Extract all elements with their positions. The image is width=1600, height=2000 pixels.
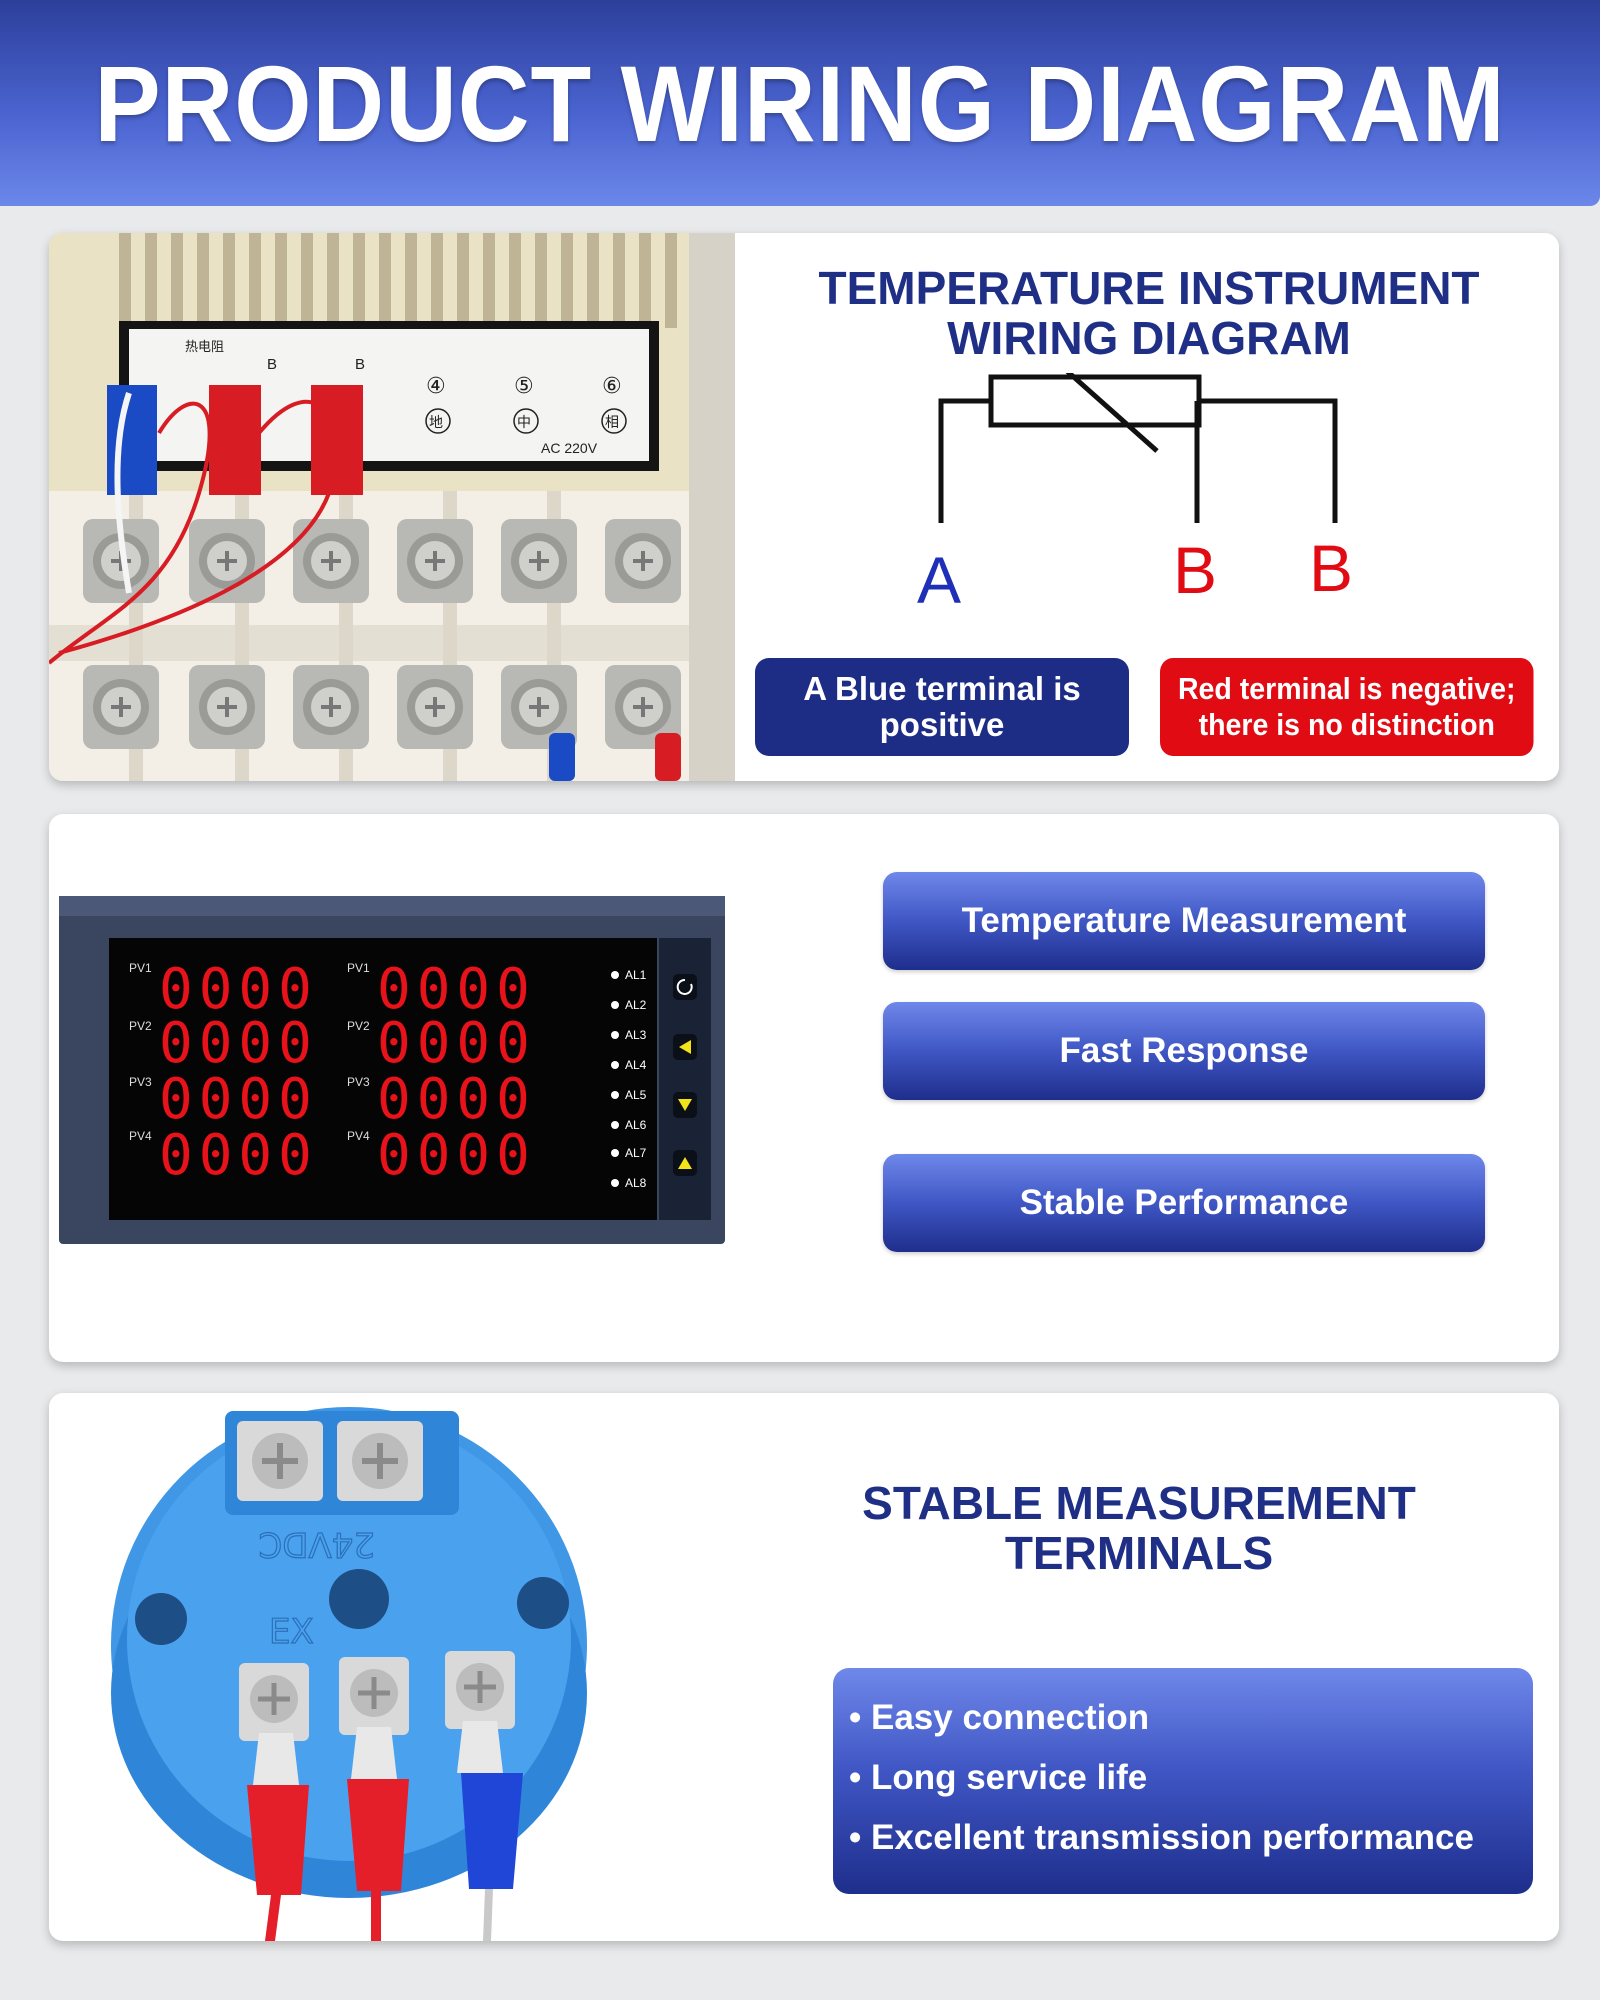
wire-label-a: A bbox=[917, 543, 961, 617]
terminals-title: STABLE MEASUREMENT TERMINALS bbox=[819, 1478, 1459, 1578]
terminals-title-line2: TERMINALS bbox=[1004, 1527, 1274, 1579]
plate-t5-sub: 中 bbox=[517, 415, 531, 431]
alarm-label: AL3 bbox=[625, 1028, 647, 1042]
feature-temperature-measurement: Temperature Measurement bbox=[883, 872, 1485, 970]
alarm-label: AL8 bbox=[625, 1176, 647, 1190]
pv-label: PV1 bbox=[129, 961, 152, 975]
triangle-down-icon bbox=[678, 1099, 692, 1111]
pv-readout: 0000 bbox=[377, 957, 536, 1022]
pv-readout: 0000 bbox=[159, 1123, 318, 1188]
blue-terminal-note: A Blue terminal is positive bbox=[755, 658, 1129, 756]
pv-readout: 0000 bbox=[159, 1067, 318, 1132]
alarm-label: AL1 bbox=[625, 968, 647, 982]
pv-label: PV2 bbox=[129, 1019, 152, 1033]
alarm-label: AL2 bbox=[625, 998, 647, 1012]
plate-voltage: AC 220V bbox=[541, 440, 598, 456]
alarm-label: AL6 bbox=[625, 1118, 647, 1132]
alarm-label: AL7 bbox=[625, 1146, 647, 1160]
feature-fast-response: Fast Response bbox=[883, 1002, 1485, 1100]
pv-label: PV4 bbox=[129, 1129, 152, 1143]
features-card: PV1 PV2 PV3 PV4 PV1 PV2 PV3 PV4 0000 000… bbox=[49, 814, 1559, 1362]
red-terminal-note: Red terminal is negative; there is no di… bbox=[1160, 658, 1534, 756]
supply-label: 24VDC bbox=[259, 1524, 375, 1564]
page-title: PRODUCT WIRING DIAGRAM bbox=[94, 42, 1506, 164]
triangle-left-icon bbox=[679, 1040, 691, 1054]
refresh-icon bbox=[676, 978, 693, 995]
plate-t6-sub: 相 bbox=[605, 415, 619, 431]
sensor-label: 热电阻 bbox=[185, 340, 224, 355]
refresh-button bbox=[673, 974, 697, 1000]
ex-label: EX bbox=[269, 1612, 314, 1652]
page-header: PRODUCT WIRING DIAGRAM bbox=[0, 0, 1600, 206]
alarm-label: AL4 bbox=[625, 1058, 647, 1072]
plate-term-b1: B bbox=[267, 356, 277, 373]
wiring-title-line2: WIRING DIAGRAM bbox=[947, 312, 1351, 364]
alarm-label: AL5 bbox=[625, 1088, 647, 1102]
meter-button-column bbox=[673, 974, 697, 1176]
feature-stable-performance: Stable Performance bbox=[883, 1154, 1485, 1252]
terminals-title-line1: STABLE MEASUREMENT bbox=[862, 1477, 1416, 1529]
multi-channel-meter: PV1 PV2 PV3 PV4 PV1 PV2 PV3 PV4 0000 000… bbox=[59, 896, 725, 1244]
wiring-title: TEMPERATURE INSTRUMENT WIRING DIAGRAM bbox=[769, 263, 1529, 363]
thermistor-slash bbox=[1065, 373, 1159, 453]
list-item: • Long service life bbox=[849, 1758, 1148, 1797]
pv-readout: 0000 bbox=[159, 957, 318, 1022]
pv-readout: 0000 bbox=[377, 1067, 536, 1132]
wiring-title-line1: TEMPERATURE INSTRUMENT bbox=[818, 262, 1480, 314]
list-item: • Excellent transmission performance bbox=[849, 1818, 1474, 1857]
plate-term-b2: B bbox=[355, 356, 365, 373]
wire-label-b1: B bbox=[1173, 533, 1217, 607]
resistor-symbol bbox=[988, 374, 1202, 428]
triangle-up-icon bbox=[678, 1157, 692, 1169]
plate-t5: ⑤ bbox=[514, 374, 534, 399]
pv-label: PV1 bbox=[347, 961, 370, 975]
plate-t6: ⑥ bbox=[602, 374, 622, 399]
pv-label: PV3 bbox=[347, 1075, 370, 1089]
terminal-block-photo: 热电阻 B B ④ ⑤ ⑥ 地 中 相 AC 220V bbox=[49, 233, 735, 781]
terminal-benefits-list: • Easy connection • Long service life • … bbox=[833, 1668, 1533, 1894]
pv-readout: 0000 bbox=[377, 1011, 536, 1076]
pv-label: PV2 bbox=[347, 1019, 370, 1033]
temperature-transmitter-photo: 24VDC EX bbox=[111, 1407, 587, 1941]
pv-label: PV3 bbox=[129, 1075, 152, 1089]
terminals-card: 24VDC EX STABLE MEASUREMENT TERMINALS • … bbox=[49, 1393, 1559, 1941]
list-item: • Easy connection bbox=[849, 1698, 1150, 1737]
wire-label-b2: B bbox=[1309, 531, 1353, 605]
plate-t4: ④ bbox=[426, 374, 446, 399]
pv-readout: 0000 bbox=[377, 1123, 536, 1188]
plate-t4-sub: 地 bbox=[429, 415, 443, 431]
pv-label: PV4 bbox=[347, 1129, 370, 1143]
wiring-card: 热电阻 B B ④ ⑤ ⑥ 地 中 相 AC 220V bbox=[49, 233, 1559, 781]
rtd-wiring-schematic: A B B bbox=[917, 373, 1353, 617]
pv-readout: 0000 bbox=[159, 1011, 318, 1076]
